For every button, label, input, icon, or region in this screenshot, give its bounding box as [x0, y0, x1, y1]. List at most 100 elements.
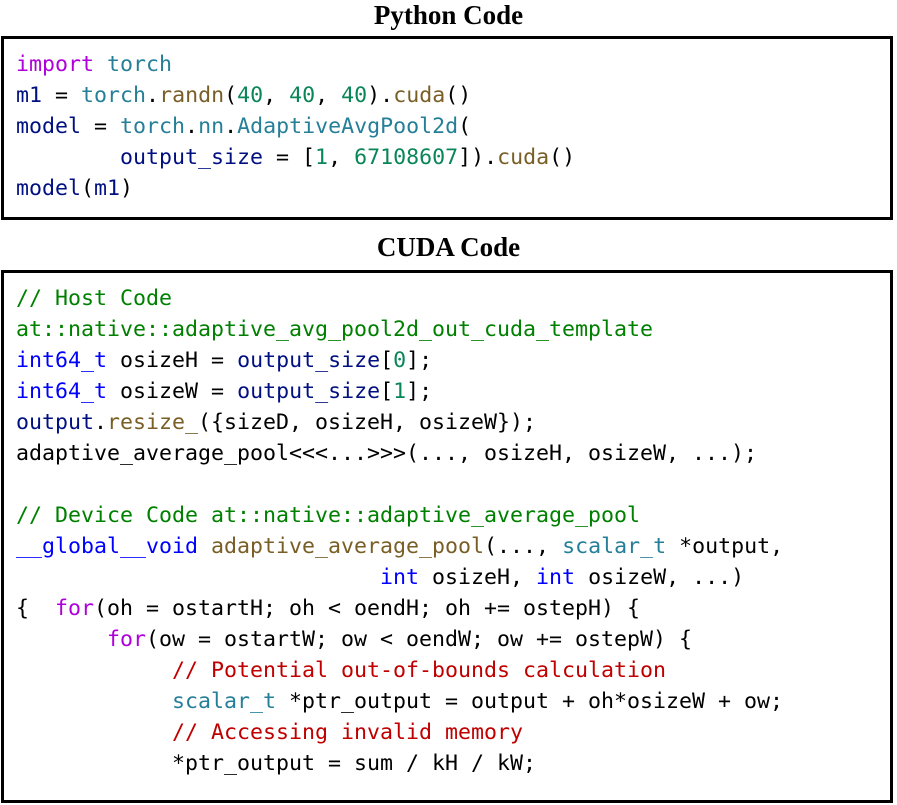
code-token: output [16, 410, 95, 435]
code-token: *output, [666, 534, 784, 559]
code-line: adaptive_average_pool<<<...>>>(..., osiz… [16, 438, 783, 469]
code-line: import torch [16, 49, 575, 80]
code-line: // Accessing invalid memory [16, 717, 783, 748]
code-token: model [16, 114, 82, 139]
code-line: output.resize_({sizeD, osizeH, osizeW}); [16, 407, 783, 438]
code-token: , [315, 83, 342, 108]
code-token: m1 [94, 176, 121, 201]
code-token: cuda [497, 145, 550, 170]
code-token: ]). [458, 145, 498, 170]
code-token: for [55, 596, 95, 621]
code-token: ( [224, 83, 238, 108]
code-token: osizeH [120, 348, 199, 373]
code-line: output_size = [1, 67108607]).cuda() [16, 142, 575, 173]
code-token: 1 [315, 145, 329, 170]
code-token: output_size [237, 379, 381, 404]
code-line: for(ow = ostartW; ow < oendW; ow += oste… [16, 624, 783, 655]
code-token: = [198, 348, 238, 373]
code-token: . [94, 410, 108, 435]
code-token [198, 534, 211, 559]
code-token: m1 [16, 83, 43, 108]
python-code-title: Python Code [373, 0, 524, 30]
code-token [16, 565, 380, 590]
code-token [107, 379, 120, 404]
code-token: 0 [393, 348, 407, 373]
code-token: adaptive_average_pool [211, 534, 485, 559]
code-token: AdaptiveAvgPool2d [237, 114, 459, 139]
code-token: osizeH, [419, 565, 537, 590]
code-token: torch [81, 83, 147, 108]
code-token: output_size [120, 145, 264, 170]
code-line: *ptr_output = sum / kH / kW; [16, 748, 783, 779]
code-token: torch [120, 114, 186, 139]
code-token: cuda [393, 83, 446, 108]
code-token: output_size [237, 348, 381, 373]
code-token: [ [380, 348, 394, 373]
code-token: resize_ [107, 410, 199, 435]
code-line: // Device Code at::native::adaptive_aver… [16, 500, 783, 531]
code-token: // Host Code [16, 286, 173, 311]
code-token: , [263, 83, 290, 108]
code-token: __global__void [16, 534, 199, 559]
code-token: ]; [406, 379, 433, 404]
code-token: ) [120, 176, 134, 201]
code-token: ). [367, 83, 394, 108]
code-line: int64_t osizeH = output_size[0]; [16, 345, 783, 376]
code-token: ({sizeD, osizeH, osizeW}); [198, 410, 537, 435]
code-token: = [198, 379, 238, 404]
code-token: = [42, 83, 82, 108]
code-token: [ [380, 379, 394, 404]
code-token [94, 52, 107, 77]
code-token [16, 658, 172, 683]
cuda-code-title: CUDA Code [376, 232, 521, 262]
code-line: // Potential out-of-bounds calculation [16, 655, 783, 686]
code-token: int [536, 565, 576, 590]
code-token: *ptr_output = output + oh*osizeW + ow; [276, 689, 784, 714]
code-token: (oh = ostartH; oh < oendH; oh += ostepH)… [94, 596, 641, 621]
code-token: 40 [289, 83, 316, 108]
code-token: () [549, 145, 576, 170]
code-token [16, 145, 120, 170]
code-token: 1 [393, 379, 407, 404]
code-token: for [107, 627, 147, 652]
code-token: () [445, 83, 472, 108]
code-token: osizeW [120, 379, 199, 404]
code-line: __global__void adaptive_average_pool(...… [16, 531, 783, 562]
code-token: . [146, 83, 160, 108]
code-token [16, 689, 172, 714]
code-line: scalar_t *ptr_output = output + oh*osize… [16, 686, 783, 717]
code-token: 67108607 [354, 145, 459, 170]
code-token [16, 720, 172, 745]
code-line: { for(oh = ostartH; oh < oendH; oh += os… [16, 593, 783, 624]
code-token: (..., [484, 534, 563, 559]
code-line: model = torch.nn.AdaptiveAvgPool2d( [16, 111, 575, 142]
code-token: adaptive_average_pool<<<...>>>(..., osiz… [16, 441, 758, 466]
code-line: int64_t osizeW = output_size[1]; [16, 376, 783, 407]
code-token: ]; [406, 348, 433, 373]
code-token: 40 [237, 83, 264, 108]
code-token: randn [159, 83, 225, 108]
code-token: at::native::adaptive_avg_pool2d_out_cuda… [16, 317, 654, 342]
code-token: nn [198, 114, 225, 139]
code-token: = [ [263, 145, 316, 170]
code-token: // Device Code at::native::adaptive_aver… [16, 503, 641, 528]
code-token [107, 348, 120, 373]
code-token: model [16, 176, 82, 201]
code-token: scalar_t [562, 534, 667, 559]
code-token: 40 [341, 83, 368, 108]
code-token: int64_t [16, 348, 108, 373]
code-token: // Potential out-of-bounds calculation [172, 658, 667, 683]
code-token: { [16, 596, 56, 621]
code-token: *ptr_output = sum / kH / kW; [16, 751, 537, 776]
code-line: int osizeH, int osizeW, ...) [16, 562, 783, 593]
code-line [16, 469, 783, 500]
code-token: scalar_t [172, 689, 277, 714]
code-token: = [81, 114, 121, 139]
code-token: (ow = ostartW; ow < oendW; ow += ostepW)… [146, 627, 693, 652]
code-line: at::native::adaptive_avg_pool2d_out_cuda… [16, 314, 783, 345]
code-line: m1 = torch.randn(40, 40, 40).cuda() [16, 80, 575, 111]
